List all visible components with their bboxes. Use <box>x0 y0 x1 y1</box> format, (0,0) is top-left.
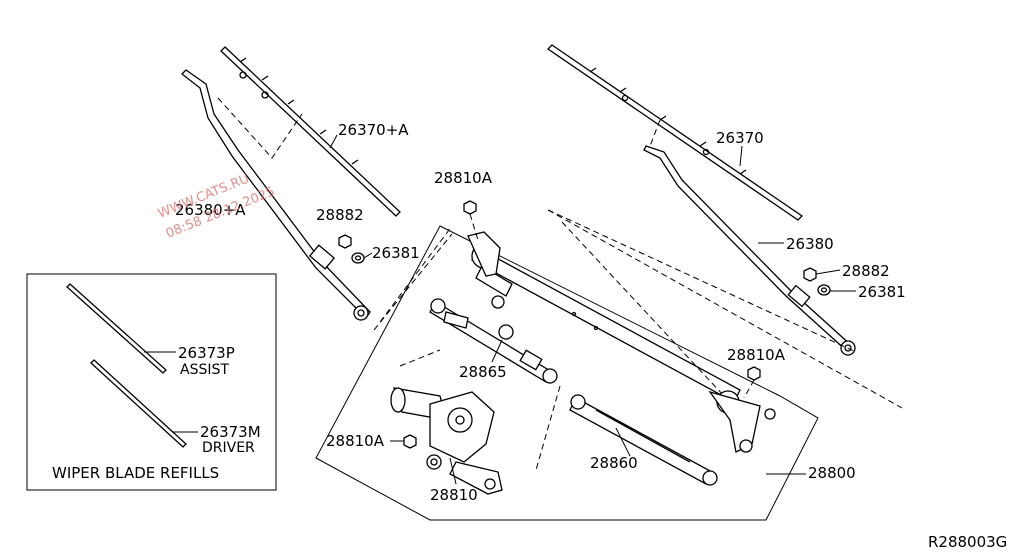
label-28810A-top: 28810A <box>434 169 493 187</box>
right-washer-26381[interactable] <box>817 284 831 296</box>
label-assist: ASSIST <box>180 362 229 378</box>
dash-left-blade-to-arm <box>217 97 303 159</box>
label-28810: 28810 <box>430 486 478 504</box>
left-wiper-blade[interactable] <box>220 46 401 217</box>
assembly-frame <box>315 225 819 521</box>
dash-motor-upper <box>399 349 441 367</box>
label-28810A-right: 28810A <box>727 346 786 364</box>
leader-26370A <box>329 134 338 149</box>
refills-box <box>26 273 277 491</box>
label-26381-right: 26381 <box>858 283 906 301</box>
refill-strip-26373M[interactable] <box>90 359 187 448</box>
leader-28810 <box>449 457 457 485</box>
refills-caption: WIPER BLADE REFILLS <box>52 464 219 482</box>
dash-guide-to-pivot <box>561 221 725 397</box>
dash-28810A-top <box>469 213 479 241</box>
label-28882-right: 28882 <box>842 262 890 280</box>
leader-26381-left <box>363 252 373 259</box>
left-wiper-arm[interactable] <box>181 69 371 321</box>
label-26370A: 26370+A <box>338 121 409 139</box>
dash-guide-lower <box>547 209 857 353</box>
label-28865: 28865 <box>459 363 507 381</box>
right-nut-28882[interactable] <box>803 267 817 282</box>
leader-26370 <box>739 145 743 167</box>
leader-28882-right <box>815 269 841 275</box>
label-28882-left: 28882 <box>316 206 364 224</box>
leader-28865 <box>491 339 503 363</box>
dash-rod-to-motor <box>535 385 561 471</box>
dash-guide-upper <box>547 209 903 409</box>
right-wiper-blade[interactable] <box>546 44 804 221</box>
label-driver: DRIVER <box>202 440 255 456</box>
dash-28810A-right <box>743 379 755 399</box>
nut-28810A-left[interactable] <box>403 434 417 449</box>
dash-left-pivot <box>373 233 453 331</box>
wiper-linkage-frame[interactable] <box>467 231 761 453</box>
nut-28810A-top[interactable] <box>463 200 477 215</box>
label-26373P: 26373P <box>178 344 235 362</box>
dash-left-pivot-2 <box>379 225 453 323</box>
label-26373M: 26373M <box>200 423 261 441</box>
dash-right-blade-to-arm <box>649 119 661 147</box>
label-28810A-left: 28810A <box>326 432 385 450</box>
left-nut-28882[interactable] <box>338 234 352 249</box>
leader-28860 <box>615 427 631 457</box>
label-26370: 26370 <box>716 129 764 147</box>
nut-28810A-right[interactable] <box>747 366 761 381</box>
label-26380A: 26380+A <box>175 201 246 219</box>
wiper-motor-28810[interactable] <box>390 387 503 495</box>
connecting-rod-28860[interactable] <box>569 394 718 486</box>
diagram-code: R288003G <box>928 533 1007 551</box>
connecting-rod-28865[interactable] <box>429 298 558 384</box>
label-28860: 28860 <box>590 454 638 472</box>
label-26380: 26380 <box>786 235 834 253</box>
label-26381-left: 26381 <box>372 244 420 262</box>
label-28800: 28800 <box>808 464 856 482</box>
refill-strip-26373P[interactable] <box>66 283 167 374</box>
washer-right-pivot[interactable] <box>764 408 776 420</box>
left-washer-26381[interactable] <box>351 252 365 264</box>
